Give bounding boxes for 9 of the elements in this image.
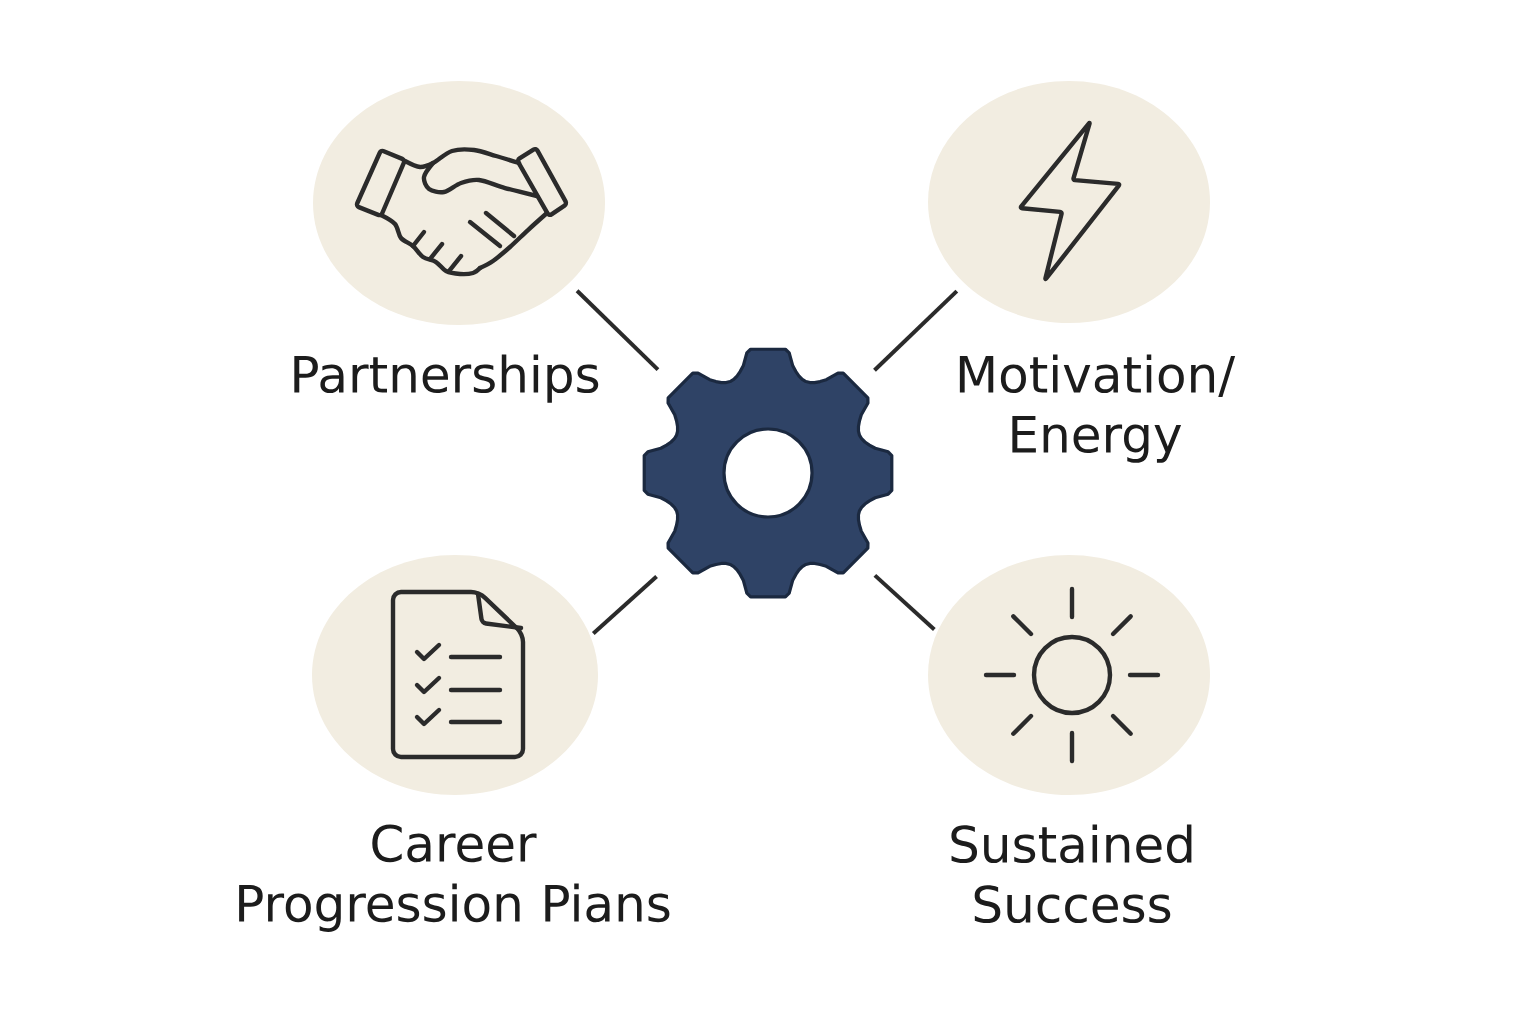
connector-line xyxy=(873,289,959,372)
connector-line xyxy=(873,573,936,631)
node-label: Motivation/ Energy xyxy=(959,354,1236,463)
connector-line xyxy=(591,574,658,636)
connector-line xyxy=(575,289,660,372)
node-label: Partnerships xyxy=(294,354,599,403)
node-label: Career Progression Pians xyxy=(239,824,670,932)
node-label: Sustained Success xyxy=(951,824,1192,924)
gear xyxy=(642,347,894,599)
